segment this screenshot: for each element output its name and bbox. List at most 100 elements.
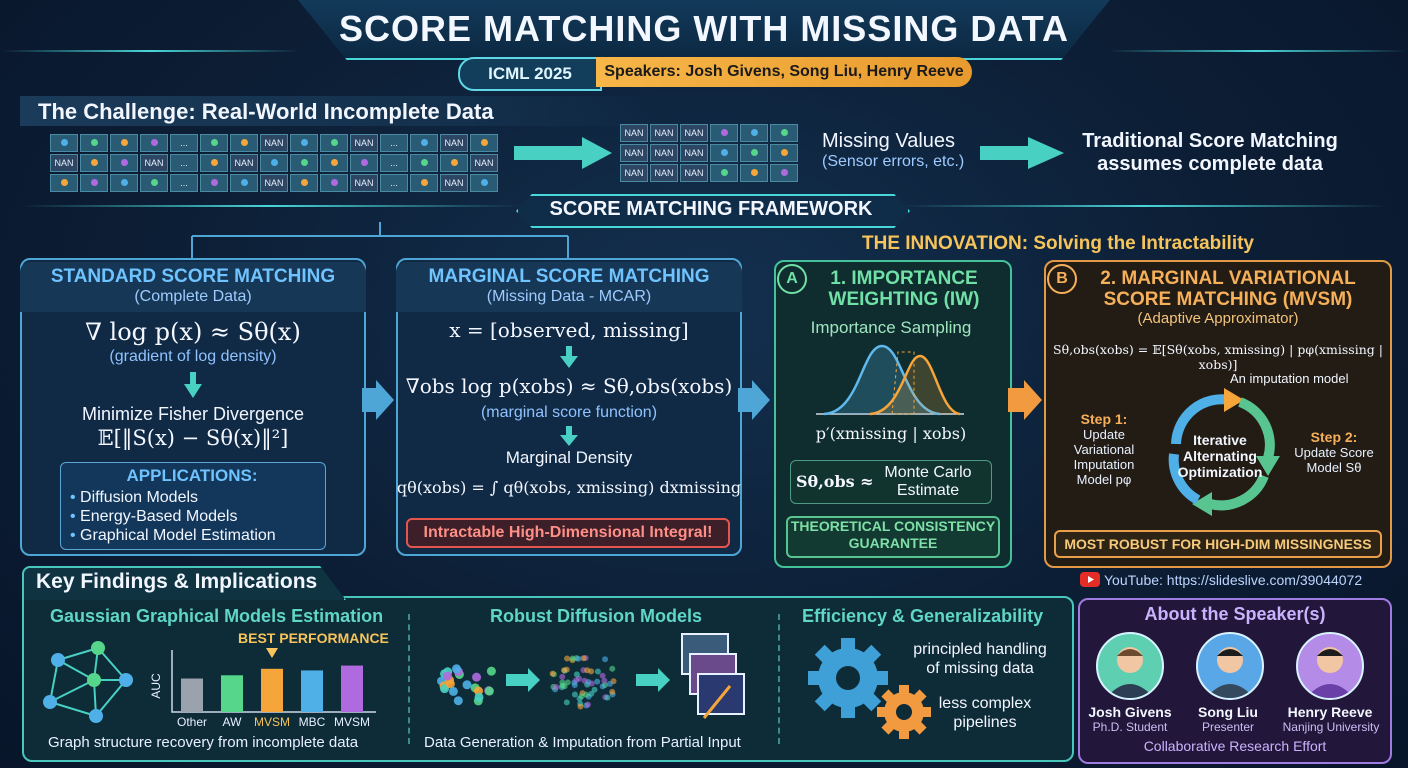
particle: [594, 668, 601, 675]
dot-icon: [750, 169, 758, 176]
chart-bar: [221, 675, 243, 712]
diffusion-title: Robust Diffusion Models: [490, 606, 702, 626]
particle: [571, 691, 578, 698]
iw-guarantee-badge: THEORETICAL CONSISTENCY GUARANTEE: [786, 516, 1000, 558]
mvsm-title-line-2: SCORE MATCHING (MVSM): [1103, 289, 1353, 310]
traditional-line-1: Traditional Score Matching: [1082, 130, 1338, 152]
dot-icon: [90, 139, 98, 146]
particle: [553, 684, 560, 691]
particle: [602, 656, 609, 663]
value-cell: [410, 174, 438, 192]
nan-cell: NAN: [620, 144, 648, 162]
ellipsis-cell: ...: [170, 154, 198, 172]
particle: [580, 655, 587, 662]
particle: [549, 670, 556, 677]
value-cell: [290, 174, 318, 192]
value-cell: [740, 164, 768, 182]
speaker-role: Ph.D. Student: [1092, 720, 1168, 734]
dot-icon: [720, 129, 728, 136]
dot-icon: [420, 139, 428, 146]
dot-icon: [480, 139, 488, 146]
dot-icon: [750, 149, 758, 156]
standard-formula-1: ∇ log p(x) ≈ Sθ(x): [85, 318, 301, 346]
particle: [609, 665, 616, 672]
particle: [445, 679, 455, 689]
header-line-left: [0, 50, 300, 52]
chart-ylabel: AUC: [150, 673, 163, 699]
nan-cell: NAN: [50, 154, 78, 172]
marginal-header-bg: [396, 262, 742, 312]
traditional-line-2: assumes complete data: [1097, 153, 1323, 175]
value-cell: [50, 174, 78, 192]
arrow-box3-box4-icon: [1008, 380, 1042, 420]
standard-subtitle: (Complete Data): [134, 288, 252, 305]
dot-icon: [120, 179, 128, 186]
nan-cell: NAN: [650, 124, 678, 142]
dot-icon: [60, 139, 68, 146]
dot-icon: [330, 139, 338, 146]
gears-icon: [808, 638, 931, 739]
value-cell: [410, 134, 438, 152]
brush-icon: [702, 685, 732, 719]
particle: [571, 682, 578, 689]
step-2-title: Step 2:: [1310, 429, 1358, 445]
cycle-center-line: Iterative: [1193, 432, 1247, 448]
nan-cell: NAN: [140, 154, 168, 172]
standard-minimize: Minimize Fisher Divergence: [81, 404, 305, 424]
mvsm-title: 2. MARGINAL VARIATIONAL SCORE MATCHING (…: [1072, 268, 1384, 310]
iw-estimate-box: [790, 460, 992, 504]
findings-divider-2: [778, 614, 781, 744]
marginal-formula-1: x = [observed, missing]: [449, 318, 689, 342]
iw-estimate-line-1: Monte Carlo: [884, 464, 972, 481]
arrow-box2-box3-icon: [738, 380, 770, 420]
ellipsis-cell: ...: [170, 134, 198, 152]
person-icon: [1106, 647, 1154, 698]
dot-icon: [420, 179, 428, 186]
youtube-link[interactable]: YouTube: https://slideslive.com/39044072: [1104, 572, 1363, 588]
nan-cell: NAN: [620, 164, 648, 182]
speaker-role: Presenter: [1201, 720, 1255, 734]
particle: [484, 686, 494, 696]
value-cell: [350, 154, 378, 172]
framework-plate: [516, 194, 910, 228]
findings-tab: [22, 566, 346, 600]
iw-title-line-2: WEIGHTING (IW): [828, 289, 980, 310]
arrow-box1-box2-icon: [362, 380, 394, 420]
particle: [606, 680, 613, 687]
chart-tick-label: MVSM: [334, 715, 370, 729]
mvsm-box: [1044, 260, 1392, 568]
value-cell: [80, 134, 108, 152]
dot-icon: [240, 139, 248, 146]
intractable-badge: Intractable High-Dimensional Integral!: [406, 518, 730, 548]
particle: [604, 694, 611, 701]
speaker-name: Song Liu: [1198, 704, 1258, 720]
chart-tick-label: MVSM: [254, 715, 290, 729]
dot-icon: [270, 159, 278, 166]
value-cell: [140, 134, 168, 152]
framework-line-right: [902, 205, 1388, 207]
chart-bar: [301, 670, 323, 712]
value-cell: [320, 154, 348, 172]
particle: [561, 667, 568, 674]
header-line-right: [1108, 50, 1408, 52]
about-footer: Collaborative Research Effort: [1143, 738, 1327, 754]
arrow-icon: [506, 668, 540, 692]
youtube-icon: [1080, 572, 1100, 587]
step-1-title: Step 1:: [1080, 411, 1128, 427]
cycle-center-line: Optimization: [1177, 464, 1263, 480]
value-cell: [440, 154, 468, 172]
dot-icon: [210, 179, 218, 186]
nan-cell: NAN: [350, 174, 378, 192]
iw-estimate-line-2: Estimate: [896, 482, 960, 499]
value-cell: [470, 134, 498, 152]
marginal-formula-2-note: (marginal score function): [480, 404, 658, 421]
nan-cell: NAN: [260, 174, 288, 192]
arrow-2-head-icon: [1028, 137, 1064, 169]
value-cell: [200, 154, 228, 172]
particle: [584, 701, 591, 708]
standard-formula-2: 𝔼[‖S(x) − Sθ(x)‖²]: [97, 426, 289, 450]
dot-icon: [750, 129, 758, 136]
marginal-subtitle: (Missing Data - MCAR): [486, 288, 652, 305]
nan-cell: NAN: [650, 164, 678, 182]
